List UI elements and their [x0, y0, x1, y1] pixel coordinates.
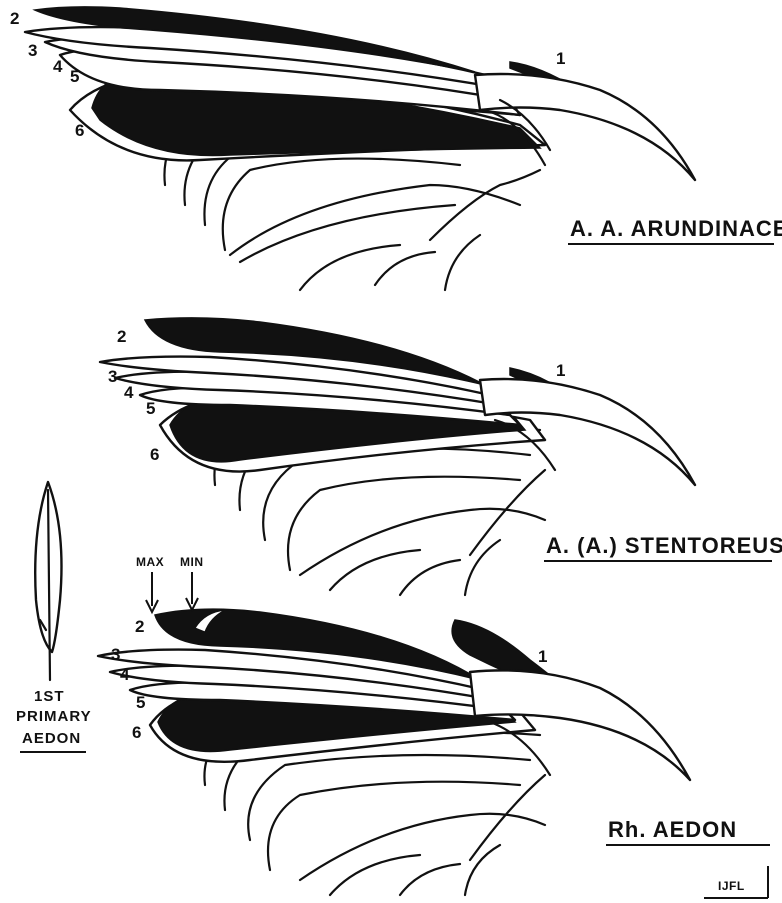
feather-number-3: 3	[108, 367, 117, 386]
secondary-feather	[465, 845, 500, 895]
inset-caption-line2: PRIMARY	[16, 708, 92, 725]
wing-aedon: MAX MIN 2 3 4 5 6 1 Rh. AEDON	[98, 555, 770, 895]
secondary-feather	[375, 252, 435, 285]
secondary-feather	[400, 560, 460, 595]
feather-number-2: 2	[135, 617, 144, 636]
feather-number-3: 3	[111, 645, 120, 664]
signature: IJFL	[704, 866, 768, 898]
feather-number-6: 6	[132, 723, 141, 742]
inset-caption-line1: 1ST	[34, 688, 65, 705]
wing-stentoreus: 2 3 4 5 6 1 A. (A.) STENTOREUS	[100, 318, 782, 595]
feather-number-2: 2	[10, 9, 19, 28]
secondary-feather	[248, 755, 530, 840]
artist-initials: IJFL	[718, 879, 745, 893]
inset-first-primary: 1ST PRIMARY AEDON	[16, 482, 92, 752]
wing-arundinaceus: 2 3 4 5 6 1 A. A. ARUNDINACEUS	[10, 7, 782, 290]
species-label: A. A. ARUNDINACEUS	[570, 216, 782, 241]
feather-number-5: 5	[136, 693, 145, 712]
secondary-feather	[330, 855, 420, 895]
secondary-feather	[445, 235, 480, 290]
secondary-feather	[300, 245, 400, 290]
secondary-feather	[465, 540, 500, 595]
secondary-feather	[268, 782, 520, 870]
secondary-feather	[300, 814, 545, 880]
feather-number-4: 4	[53, 57, 63, 76]
inset-caption-line3: AEDON	[22, 730, 81, 747]
feather-number-3: 3	[28, 41, 37, 60]
max-marker-label: MAX	[136, 555, 164, 569]
feather-number-2: 2	[117, 327, 126, 346]
secondary-feather	[470, 775, 545, 860]
secondary-feather	[400, 864, 460, 895]
species-label: A. (A.) STENTOREUS	[546, 533, 782, 558]
feather-number-4: 4	[124, 383, 134, 402]
feather-number-5: 5	[70, 67, 79, 86]
species-label: Rh. AEDON	[608, 817, 737, 842]
feather-number-1: 1	[556, 49, 565, 68]
secondary-feather	[470, 470, 545, 555]
min-marker-label: MIN	[180, 555, 204, 569]
feather-number-5: 5	[146, 399, 155, 418]
feather-number-6: 6	[150, 445, 159, 464]
secondary-feather	[300, 509, 545, 575]
feather-number-1: 1	[538, 647, 547, 666]
feather-number-6: 6	[75, 121, 84, 140]
feather-number-1: 1	[556, 361, 565, 380]
feather-number-4: 4	[120, 665, 130, 684]
secondary-feather	[330, 550, 420, 590]
